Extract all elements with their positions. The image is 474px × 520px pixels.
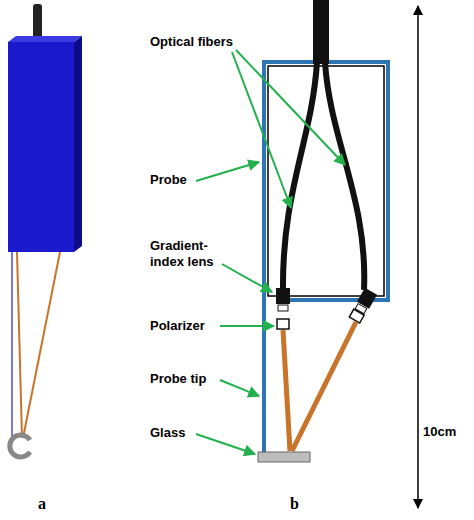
panel-letter: a <box>38 494 46 513</box>
part-label: Glass <box>150 425 185 441</box>
probe-rod <box>11 252 13 440</box>
polarizer <box>277 319 289 329</box>
polarizer <box>349 309 364 323</box>
part-label: Optical fibers <box>150 34 233 50</box>
leader-arrow <box>196 162 259 181</box>
fiber-cable <box>313 0 329 64</box>
probe-front-face <box>8 42 74 252</box>
glass-slide <box>258 452 310 462</box>
probe-top-face <box>8 36 82 42</box>
probe-side-face <box>74 36 82 252</box>
leader-arrows <box>196 50 345 454</box>
light-beam <box>23 252 60 438</box>
part-label: Probe tip <box>150 371 206 387</box>
part-label: Gradient-index lens <box>150 238 228 269</box>
optical-fiber <box>283 62 317 290</box>
optical-fiber <box>325 62 364 290</box>
leader-arrow <box>222 264 272 292</box>
leader-arrow <box>236 50 345 165</box>
panel-letter: b <box>290 494 299 513</box>
grin-lens <box>276 288 290 304</box>
light-beam <box>283 330 290 451</box>
leader-arrow <box>220 325 274 327</box>
probe-schematic <box>258 0 388 462</box>
probe-housing <box>264 62 388 455</box>
glass-ring <box>10 435 30 457</box>
light-beam <box>292 322 356 451</box>
dimension-label: 10cm <box>423 424 456 440</box>
leader-arrow <box>232 52 291 208</box>
part-label: Polarizer <box>150 318 205 334</box>
dimension-arrow <box>417 6 419 508</box>
lens-holder <box>278 305 288 311</box>
part-label: Probe <box>150 172 187 188</box>
leader-arrow <box>220 380 259 396</box>
light-beam <box>17 252 22 438</box>
probe-3d <box>8 4 82 457</box>
leader-arrow <box>196 434 255 454</box>
